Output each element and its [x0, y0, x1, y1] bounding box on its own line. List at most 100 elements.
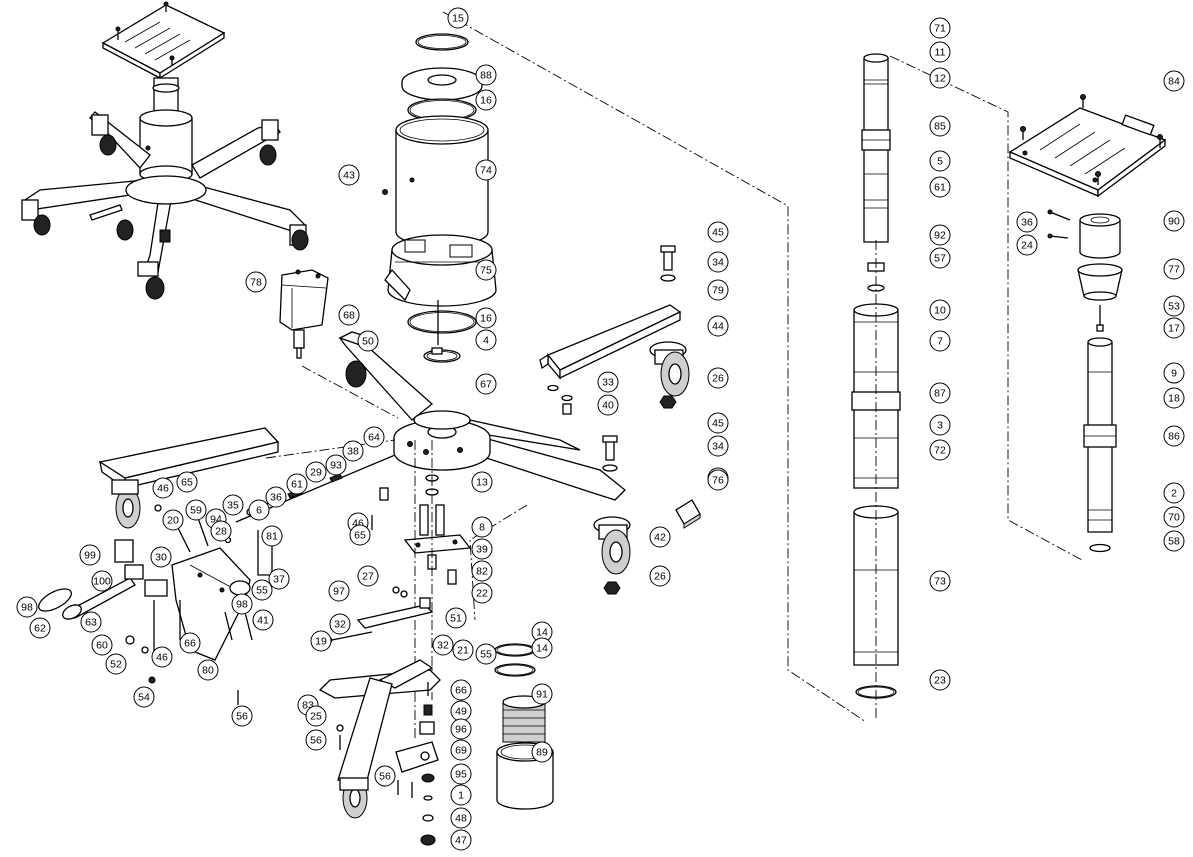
balloon-circle — [1163, 425, 1185, 447]
part-balloon-15: 15 — [447, 7, 469, 29]
balloon-circle — [252, 609, 274, 631]
balloon-label: 94 — [210, 514, 222, 526]
balloon-label: 72 — [934, 445, 946, 457]
balloon-circle — [452, 639, 474, 661]
balloon-label: 66 — [184, 638, 196, 650]
balloon-label: 90 — [1168, 216, 1180, 228]
part-balloon-70: 70 — [1163, 506, 1185, 528]
part-balloon-9: 9 — [1163, 362, 1185, 384]
balloon-label: 56 — [379, 771, 391, 783]
part-balloon-48: 48 — [450, 807, 472, 829]
balloon-label: 46 — [352, 518, 364, 530]
balloon-circle — [310, 630, 332, 652]
balloon-label: 35 — [227, 500, 239, 512]
balloon-label: 23 — [934, 675, 946, 687]
balloon-label: 26 — [712, 373, 724, 385]
part-balloon-86: 86 — [1163, 425, 1185, 447]
balloon-label: 74 — [480, 165, 492, 177]
part-balloon-41: 41 — [252, 609, 274, 631]
balloon-label: 54 — [138, 692, 150, 704]
balloon-label: 38 — [347, 446, 359, 458]
balloon-label: 58 — [1168, 536, 1180, 548]
balloon-label: 22 — [476, 588, 488, 600]
part-balloon-54: 54 — [133, 686, 155, 708]
part-balloon-66: 66 — [179, 632, 201, 654]
assembled-chair-view — [21, 1, 309, 300]
part-balloon-46: 46 — [151, 646, 173, 668]
balloon-label: 46 — [157, 483, 169, 495]
balloon-label: 13 — [476, 477, 488, 489]
part-balloon-77: 77 — [1163, 258, 1185, 280]
part-balloon-90: 90 — [1163, 210, 1185, 232]
balloon-circle — [929, 570, 951, 592]
balloon-label: 89 — [536, 747, 548, 759]
part-balloon-13: 13 — [471, 471, 493, 493]
balloon-circle — [1163, 210, 1185, 232]
balloon-circle — [447, 7, 469, 29]
pedal-mechanism — [38, 454, 396, 705]
balloon-circle — [475, 259, 497, 281]
balloon-circle — [338, 304, 360, 326]
balloon-circle — [329, 613, 351, 635]
balloon-circle — [231, 593, 253, 615]
balloon-circle — [357, 565, 379, 587]
balloon-circle — [471, 560, 493, 582]
balloon-label: 46 — [156, 652, 168, 664]
part-balloon-93: 93 — [325, 454, 347, 476]
part-balloon-51: 51 — [445, 607, 467, 629]
balloon-circle — [432, 634, 454, 656]
base-spider — [338, 331, 626, 501]
part-balloon-65: 65 — [349, 524, 371, 546]
part-balloon-26: 26 — [707, 367, 729, 389]
balloon-circle — [197, 659, 219, 681]
balloon-label: 10 — [934, 305, 946, 317]
balloon-circle — [1163, 506, 1185, 528]
part-balloon-98: 98 — [231, 593, 253, 615]
balloon-label: 98 — [236, 599, 248, 611]
balloon-label: 32 — [334, 619, 346, 631]
balloon-circle — [80, 611, 102, 633]
part-balloon-38: 38 — [342, 440, 364, 462]
part-balloon-85: 85 — [929, 115, 951, 137]
balloon-circle — [1163, 362, 1185, 384]
balloon-circle — [357, 330, 379, 352]
part-balloon-74: 74 — [475, 159, 497, 181]
balloon-label: 57 — [934, 253, 946, 265]
part-balloon-24: 24 — [1016, 234, 1038, 256]
balloon-circle — [91, 634, 113, 656]
part-balloon-56: 56 — [374, 765, 396, 787]
balloon-label: 45 — [712, 227, 724, 239]
balloon-label: 25 — [310, 711, 322, 723]
balloon-circle — [91, 570, 113, 592]
part-balloon-68: 68 — [338, 304, 360, 326]
central-column-stack — [279, 33, 497, 363]
part-balloon-42: 42 — [649, 526, 671, 548]
balloon-circle — [245, 271, 267, 293]
balloon-circle — [929, 247, 951, 269]
spring-assembly — [494, 643, 554, 810]
part-balloon-79: 79 — [707, 279, 729, 301]
balloon-label: 55 — [480, 649, 492, 661]
center-linkage — [318, 440, 472, 846]
balloon-label: 85 — [934, 121, 946, 133]
balloon-circle — [349, 524, 371, 546]
balloon-label: 73 — [934, 576, 946, 588]
balloon-circle — [268, 568, 290, 590]
part-balloon-99: 99 — [79, 544, 101, 566]
balloon-circle — [707, 367, 729, 389]
balloon-label: 56 — [310, 735, 322, 747]
balloon-label: 11 — [935, 47, 946, 59]
balloon-label: 91 — [536, 689, 548, 701]
part-balloon-2: 2 — [1163, 482, 1185, 504]
part-balloon-16: 16 — [475, 89, 497, 111]
part-balloon-39: 39 — [471, 538, 493, 560]
part-balloon-47: 47 — [450, 829, 472, 851]
balloon-circle — [222, 494, 244, 516]
part-balloon-5: 5 — [929, 150, 951, 172]
balloon-label: 83 — [302, 700, 314, 712]
part-balloon-18: 18 — [1163, 387, 1185, 409]
balloon-circle — [649, 526, 671, 548]
balloon-circle — [531, 683, 553, 705]
part-balloon-3: 3 — [929, 414, 951, 436]
part-balloon-55: 55 — [475, 643, 497, 665]
